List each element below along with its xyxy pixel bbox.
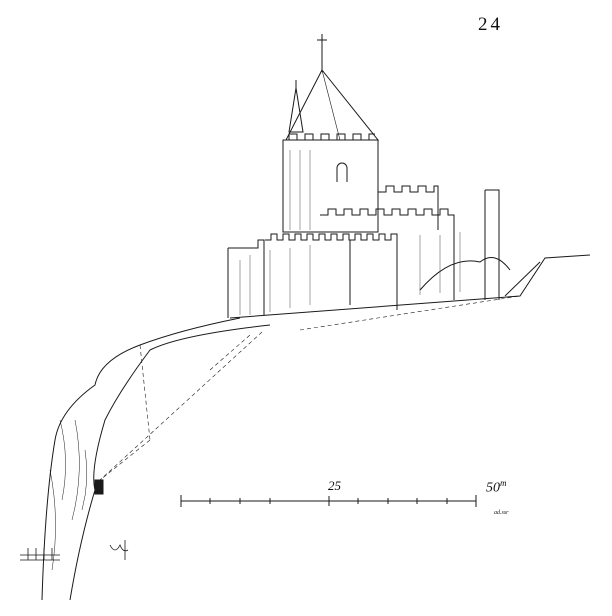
scale-mid-label: 25: [328, 478, 341, 493]
plate-number: 24: [478, 14, 503, 35]
scale-bar: [180, 495, 477, 507]
curtain-walls: [227, 185, 500, 318]
terrain: [20, 254, 591, 601]
artist-signature: ad.ssr: [494, 510, 509, 516]
scale-unit: m: [500, 478, 507, 488]
scale-end-value: 50: [486, 480, 500, 496]
scale-end-label: 50m: [486, 478, 507, 497]
keep-tower: [282, 133, 379, 233]
construction-lines: [99, 295, 521, 481]
tower-roof: [285, 34, 380, 141]
